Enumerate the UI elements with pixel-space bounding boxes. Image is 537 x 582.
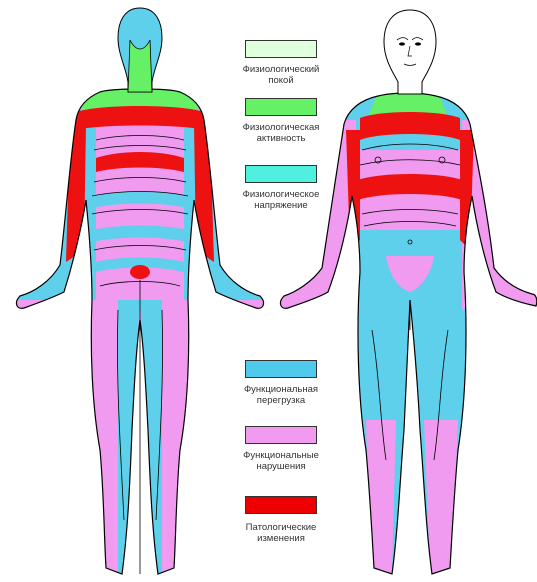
legend-swatch-physiological-tension [245, 165, 317, 183]
back-view-figure [0, 8, 280, 582]
legend-swatch-physiological-rest [245, 40, 317, 58]
back-head [118, 8, 162, 92]
legend-swatch-functional-disorders [245, 426, 317, 444]
legend-swatch-pathological-changes [245, 496, 317, 514]
front-head [384, 10, 436, 94]
legend-swatch-functional-overload [245, 360, 317, 378]
legend-swatch-physiological-activity [245, 98, 317, 116]
